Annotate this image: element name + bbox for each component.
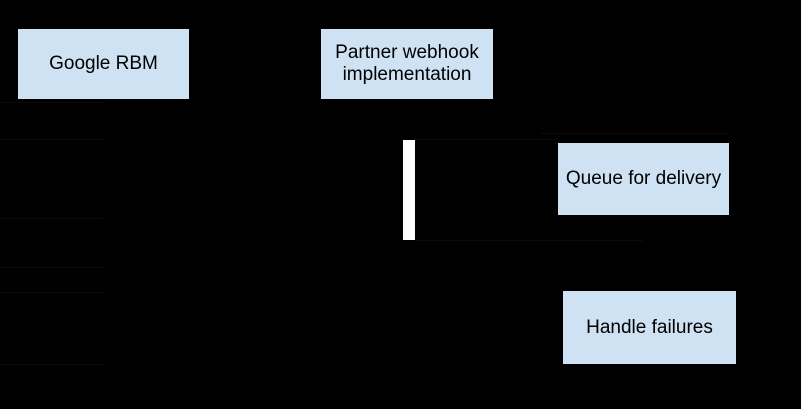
node-google-rbm-label: Google RBM [49,53,158,74]
connector-line [415,240,643,241]
connector-line [0,218,103,219]
connector-line [540,133,729,134]
node-queue-for-delivery: Queue for delivery [558,143,729,215]
connector-line [0,292,103,293]
node-handle-failures-label: Handle failures [586,316,713,338]
node-handle-failures: Handle failures [563,291,736,364]
node-google-rbm: Google RBM [18,29,189,99]
node-partner-webhook: Partner webhook implementation [321,29,493,99]
connector-line [0,102,103,103]
connector-line [0,364,103,365]
node-queue-for-delivery-label: Queue for delivery [565,168,722,189]
activation-bar [403,140,415,240]
connector-line [415,139,558,140]
node-partner-webhook-label: Partner webhook implementation [335,42,479,85]
connector-line [0,139,103,140]
connector-line [0,267,103,268]
